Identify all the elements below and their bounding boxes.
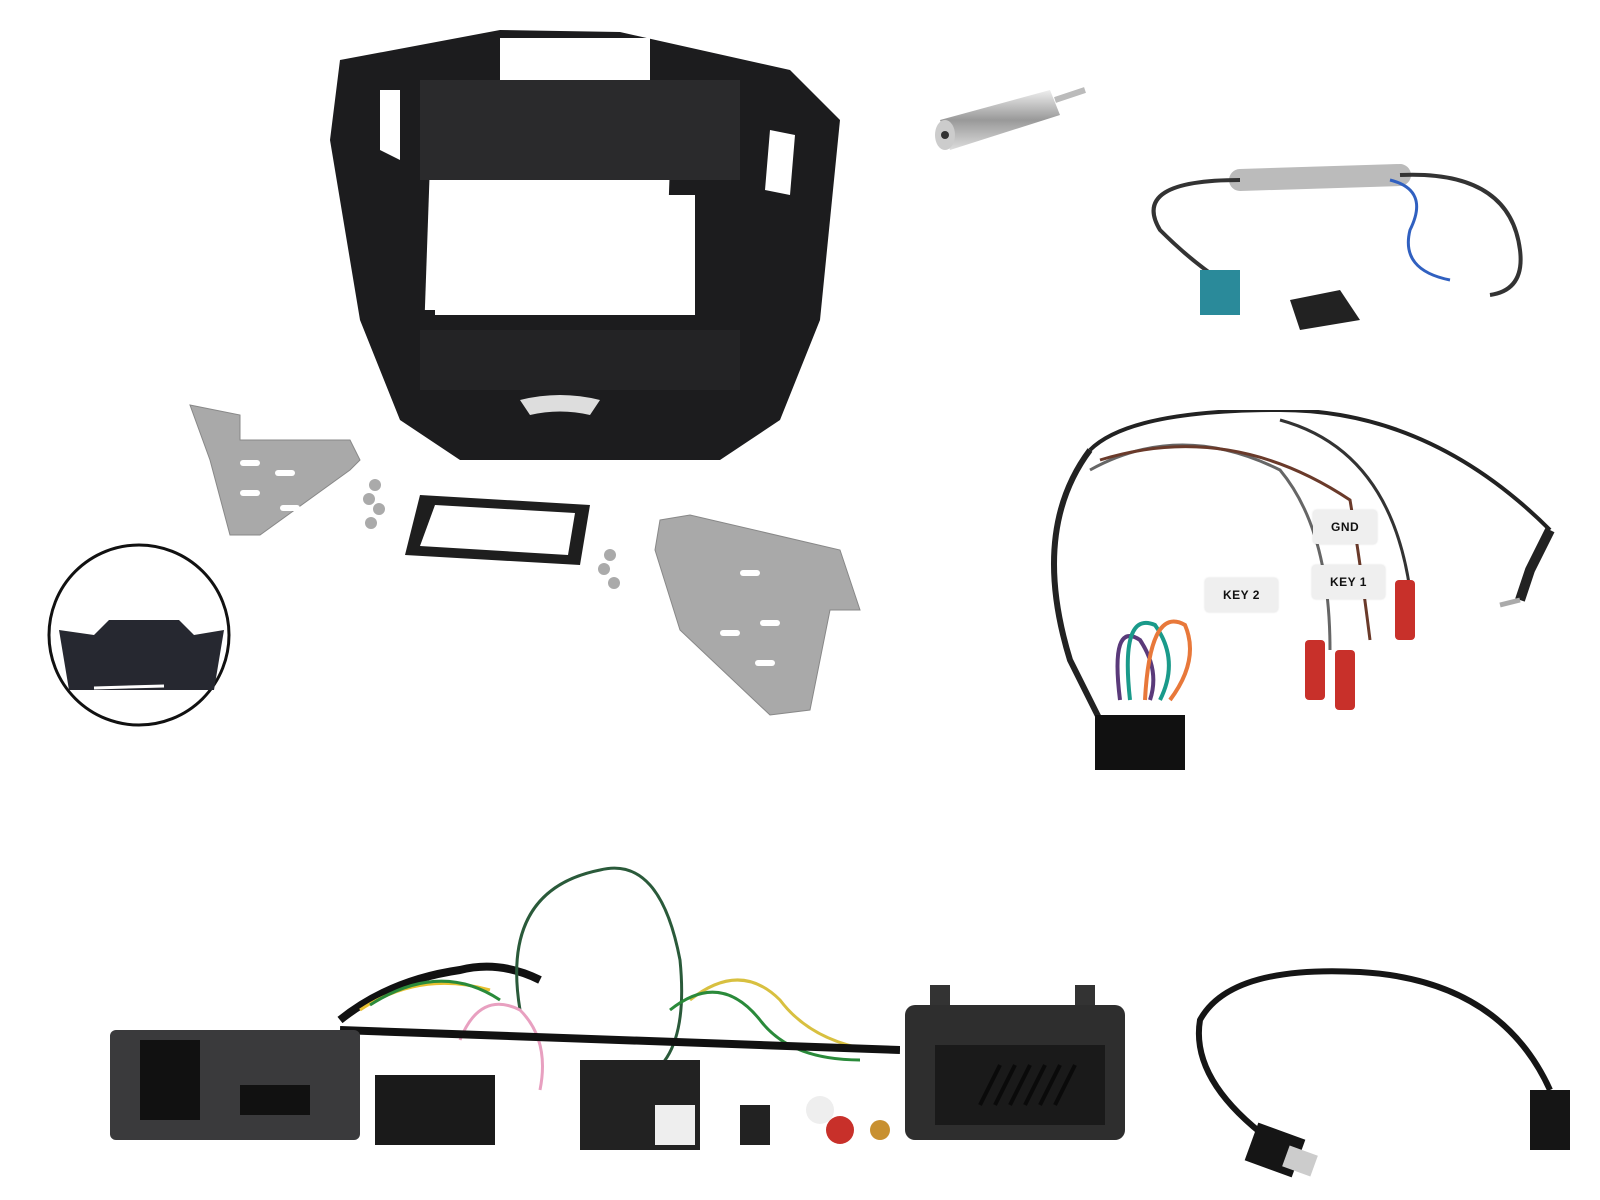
interface-harness [40, 860, 900, 1190]
usb-retention-lead [1170, 950, 1570, 1190]
amplified-aerial-adapter [1130, 150, 1560, 340]
label-gnd: GND [1313, 510, 1378, 544]
iso-aerial-adapter [930, 75, 1090, 155]
left-mounting-bracket [180, 400, 370, 540]
right-mounting-bracket [650, 510, 870, 720]
fascia-panel [320, 20, 860, 480]
screws [590, 545, 630, 605]
label-key2: KEY 2 [1205, 578, 1278, 612]
trim-surround [400, 490, 600, 570]
steering-patch-lead [1030, 410, 1560, 780]
chime-speaker-module [900, 985, 1130, 1145]
screws [355, 475, 395, 535]
label-key1: KEY 1 [1312, 565, 1385, 599]
inset-detail-circle [44, 540, 234, 730]
